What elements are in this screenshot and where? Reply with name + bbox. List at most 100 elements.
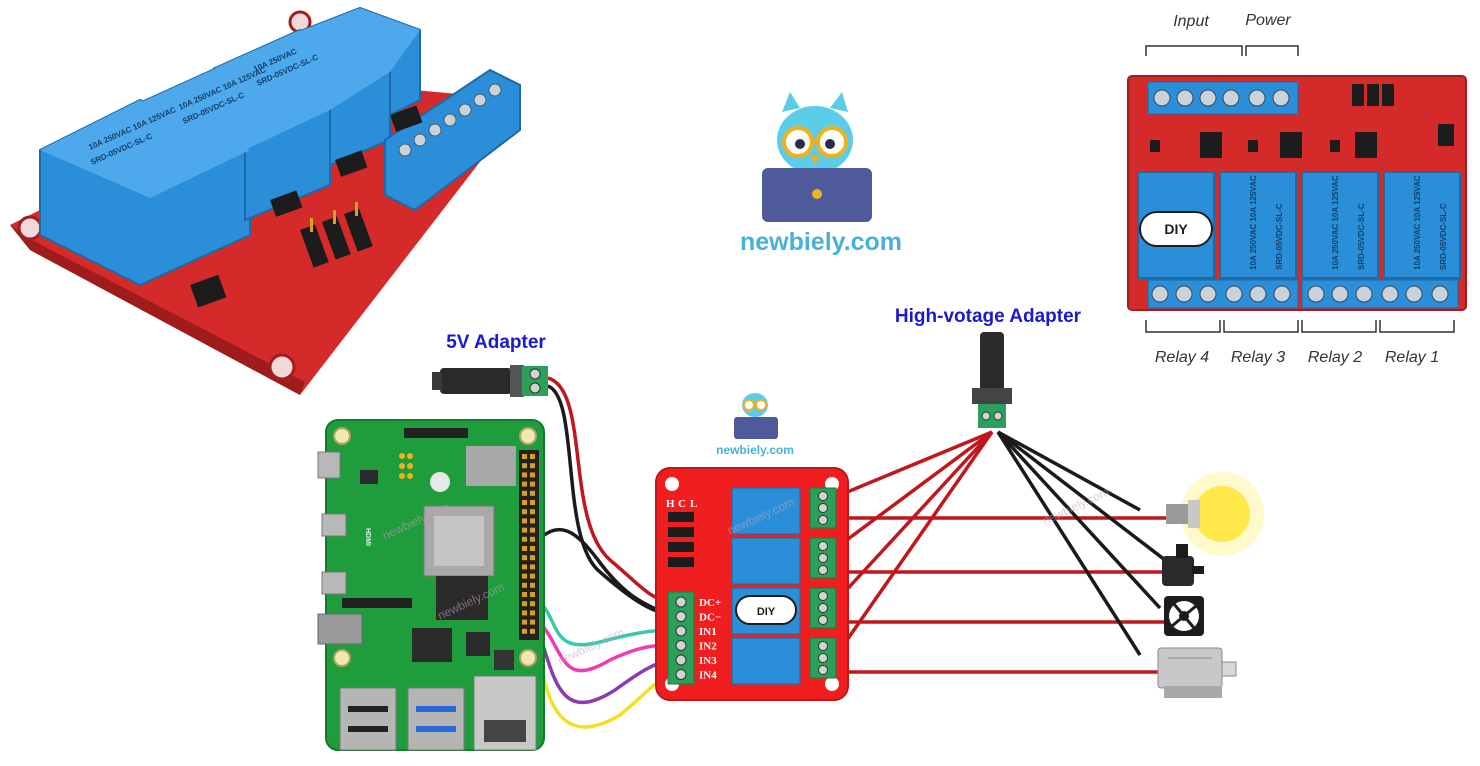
solenoid-lock [1157,647,1237,698]
relay-module-top-view: 10A 250VAC 10A 125VAC SRD-05VDC-SL-C 10A… [1127,12,1467,366]
gpio-pin [522,518,527,524]
svg-text:10A 250VAC 10A 125VAC: 10A 250VAC 10A 125VAC [1331,175,1340,270]
gpio-pin [530,592,535,597]
output-screw [818,515,828,525]
5v-adapter: 5V Adapter [432,332,548,397]
gpio-pin [530,463,535,469]
hdmi-label: HDMI [364,528,371,546]
gpio-pin [522,500,527,505]
label-relay-2: Relay 2 [1308,349,1362,366]
input-screw [675,640,687,651]
output-screw [818,591,828,601]
input-screw [675,611,687,622]
output-screw [818,491,828,501]
input-pin-label: IN2 [699,641,717,653]
gpio-pin [522,527,527,533]
label-hv-adapter: High-votage Adapter [895,306,1082,327]
gpio-pin [530,518,535,524]
label-power: Power [1245,12,1291,29]
diyables-badge: DIY [735,595,797,625]
gpio-pin [530,555,535,561]
output-screw [818,553,828,563]
label-relay-3: Relay 3 [1231,349,1285,366]
jumper-label-c: C [678,498,686,510]
output-screw [818,603,828,613]
gpio-pin [522,481,527,487]
svg-text:SRD-05VDC-SL-C: SRD-05VDC-SL-C [1275,203,1284,270]
gpio-pin [522,546,527,551]
gpio-pin [522,592,527,597]
label-input: Input [1173,13,1209,30]
gpio-pin [530,582,535,588]
light-bulb [1166,472,1264,556]
gpio-pin [530,490,535,496]
svg-text:DIY: DIY [757,606,776,618]
input-pin-label: IN4 [699,670,717,682]
input-terminal-screws [675,596,687,680]
input-screw [675,596,687,608]
input-pin-label: IN1 [699,626,717,638]
input-pin-label: IN3 [699,655,717,667]
input-screw [675,625,687,637]
svg-text:DIY: DIY [1164,221,1188,237]
wires [536,376,1168,729]
label-relay-4: Relay 4 [1155,349,1209,366]
output-screw [818,641,828,651]
gpio-pin [530,454,535,459]
gpio-pin [530,610,535,616]
gpio-pin [530,472,535,478]
gpio-pin [522,601,527,607]
gpio-pin [522,454,527,459]
gpio-pin [522,564,527,570]
jumper-label-h: H [666,498,675,510]
gpio-pin [522,536,527,542]
gpio-pin [530,628,535,634]
input-pin-label: DC+ [699,597,721,609]
output-screw [818,541,828,551]
gpio-pins [522,454,535,634]
output-screw [818,653,828,663]
gpio-pin [530,500,535,505]
output-terminal-screws [818,491,828,675]
gpio-pin [530,619,535,625]
owl-logo-small: newbiely.com [716,393,794,457]
output-screw [818,503,828,513]
svg-text:10A 250VAC 10A 125VAC: 10A 250VAC 10A 125VAC [1249,175,1258,270]
gpio-pin [530,546,535,551]
svg-text:SRD-05VDC-SL-C: SRD-05VDC-SL-C [1439,203,1448,270]
logo-text: newbiely.com [740,228,902,256]
input-screw [675,654,687,666]
input-pin-label: DC− [699,612,721,624]
gpio-pin [530,601,535,607]
svg-text:SRD-05VDC-SL-C: SRD-05VDC-SL-C [1357,203,1366,270]
relay-module-photo: 10A 250VAC 10A 125VAC SRD-05VDC-SL-C 10A… [10,6,521,395]
diyables-badge-top: DIY [1139,211,1213,247]
gpio-pin [522,610,527,616]
gpio-pin [530,573,535,579]
gpio-pin [530,481,535,487]
gpio-pin [522,619,527,625]
output-screw [818,615,828,625]
gpio-pin [522,472,527,478]
cooling-fan [1164,596,1204,636]
owl-logo: newbiely.com [740,92,902,256]
input-screw [675,669,687,680]
gpio-pin [522,509,527,515]
gpio-pin [522,490,527,496]
gpio-pin [522,573,527,579]
hv-adapter: High-votage Adapter [895,306,1082,428]
gpio-pin [530,564,535,570]
gpio-pin [530,527,535,533]
output-screw [818,665,828,675]
gpio-pin [522,463,527,469]
label-5v-adapter: 5V Adapter [446,332,546,353]
water-pump [1162,544,1204,586]
gpio-pin [530,536,535,542]
gpio-pin [530,509,535,515]
logo-text-small: newbiely.com [716,443,794,457]
jumper-label-l: L [690,498,697,510]
